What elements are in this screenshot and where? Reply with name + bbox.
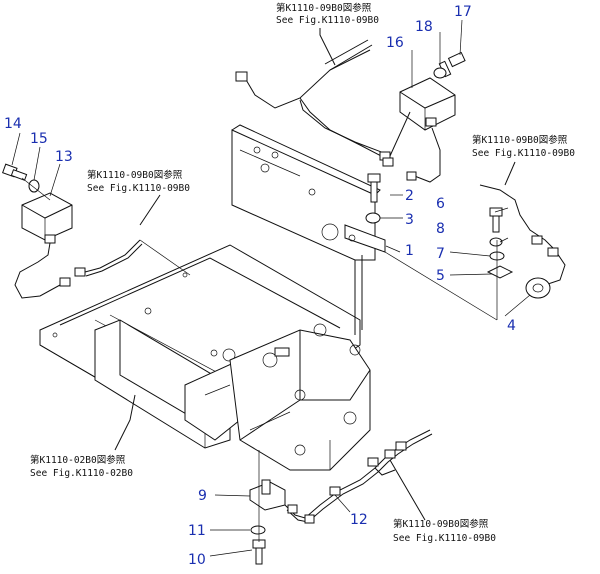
callout-5: 5 bbox=[436, 268, 445, 284]
washer-18 bbox=[433, 67, 447, 79]
callout-7: 7 bbox=[436, 246, 445, 262]
ref-left: 第K1110-09B0図参照 See Fig.K1110-09B0 bbox=[87, 169, 190, 194]
ref-right-jp: 第K1110-09B0図参照 bbox=[472, 134, 568, 146]
callout-14: 14 bbox=[4, 116, 22, 132]
callout-16: 16 bbox=[386, 35, 404, 51]
bolt-10 bbox=[252, 539, 266, 565]
ref-lower-left-en: See Fig.K1110-02B0 bbox=[30, 468, 133, 479]
harness-bottom bbox=[284, 429, 433, 524]
ref-bottom: 第K1110-09B0図参照 See Fig.K1110-09B0 bbox=[393, 518, 496, 544]
support-rod bbox=[354, 255, 363, 335]
callout-9: 9 bbox=[198, 488, 207, 504]
axis-left bbox=[21, 177, 51, 201]
module-16 bbox=[399, 77, 456, 131]
side-structure bbox=[94, 319, 241, 449]
leader-lines bbox=[11, 19, 531, 557]
callout-1: 1 bbox=[405, 243, 414, 259]
callout-17: 17 bbox=[454, 4, 472, 20]
module-13 bbox=[14, 192, 191, 299]
axis-right-diag bbox=[384, 251, 498, 321]
callout-18: 18 bbox=[415, 19, 433, 35]
ref-top-jp: 第K1110-09B0図参照 bbox=[276, 2, 372, 14]
ref-left-en: See Fig.K1110-09B0 bbox=[87, 183, 190, 194]
ref-lower-left-jp: 第K1110-02B0図参照 bbox=[30, 454, 126, 466]
callout-15: 15 bbox=[30, 131, 48, 147]
ref-top: 第K1110-09B0図参照 See Fig.K1110-09B0 bbox=[276, 2, 379, 26]
washer-8 bbox=[489, 237, 503, 247]
bolt-2 bbox=[367, 173, 381, 203]
callout-11: 11 bbox=[188, 523, 206, 539]
callout-8: 8 bbox=[436, 221, 445, 237]
callout-13: 13 bbox=[55, 149, 73, 165]
callout-12: 12 bbox=[350, 512, 368, 528]
ref-right: 第K1110-09B0図参照 See Fig.K1110-09B0 bbox=[472, 134, 575, 159]
callout-6: 6 bbox=[436, 196, 445, 212]
ref-right-en: See Fig.K1110-09B0 bbox=[472, 148, 575, 159]
ref-bottom-en: See Fig.K1110-09B0 bbox=[393, 533, 496, 544]
ref-bottom-jp: 第K1110-09B0図参照 bbox=[393, 518, 489, 530]
mounting-plate bbox=[231, 124, 386, 261]
bracket-9 bbox=[249, 479, 286, 511]
callout-4: 4 bbox=[507, 318, 516, 334]
ref-left-jp: 第K1110-09B0図参照 bbox=[87, 169, 183, 181]
callout-10: 10 bbox=[188, 552, 206, 568]
bolt-14 bbox=[2, 163, 28, 181]
ref-lower-left: 第K1110-02B0図参照 See Fig.K1110-02B0 bbox=[30, 454, 133, 479]
callouts: 1 2 3 4 5 6 7 8 9 10 11 12 13 14 15 16 1… bbox=[4, 4, 516, 568]
callout-2: 2 bbox=[405, 188, 414, 204]
harness-right bbox=[479, 184, 566, 299]
callout-3: 3 bbox=[405, 212, 414, 228]
ref-top-en: See Fig.K1110-09B0 bbox=[276, 15, 379, 26]
washer-3 bbox=[365, 212, 381, 224]
nut-5 bbox=[486, 265, 514, 279]
machinery-block bbox=[229, 323, 371, 471]
washer-11 bbox=[250, 525, 266, 535]
